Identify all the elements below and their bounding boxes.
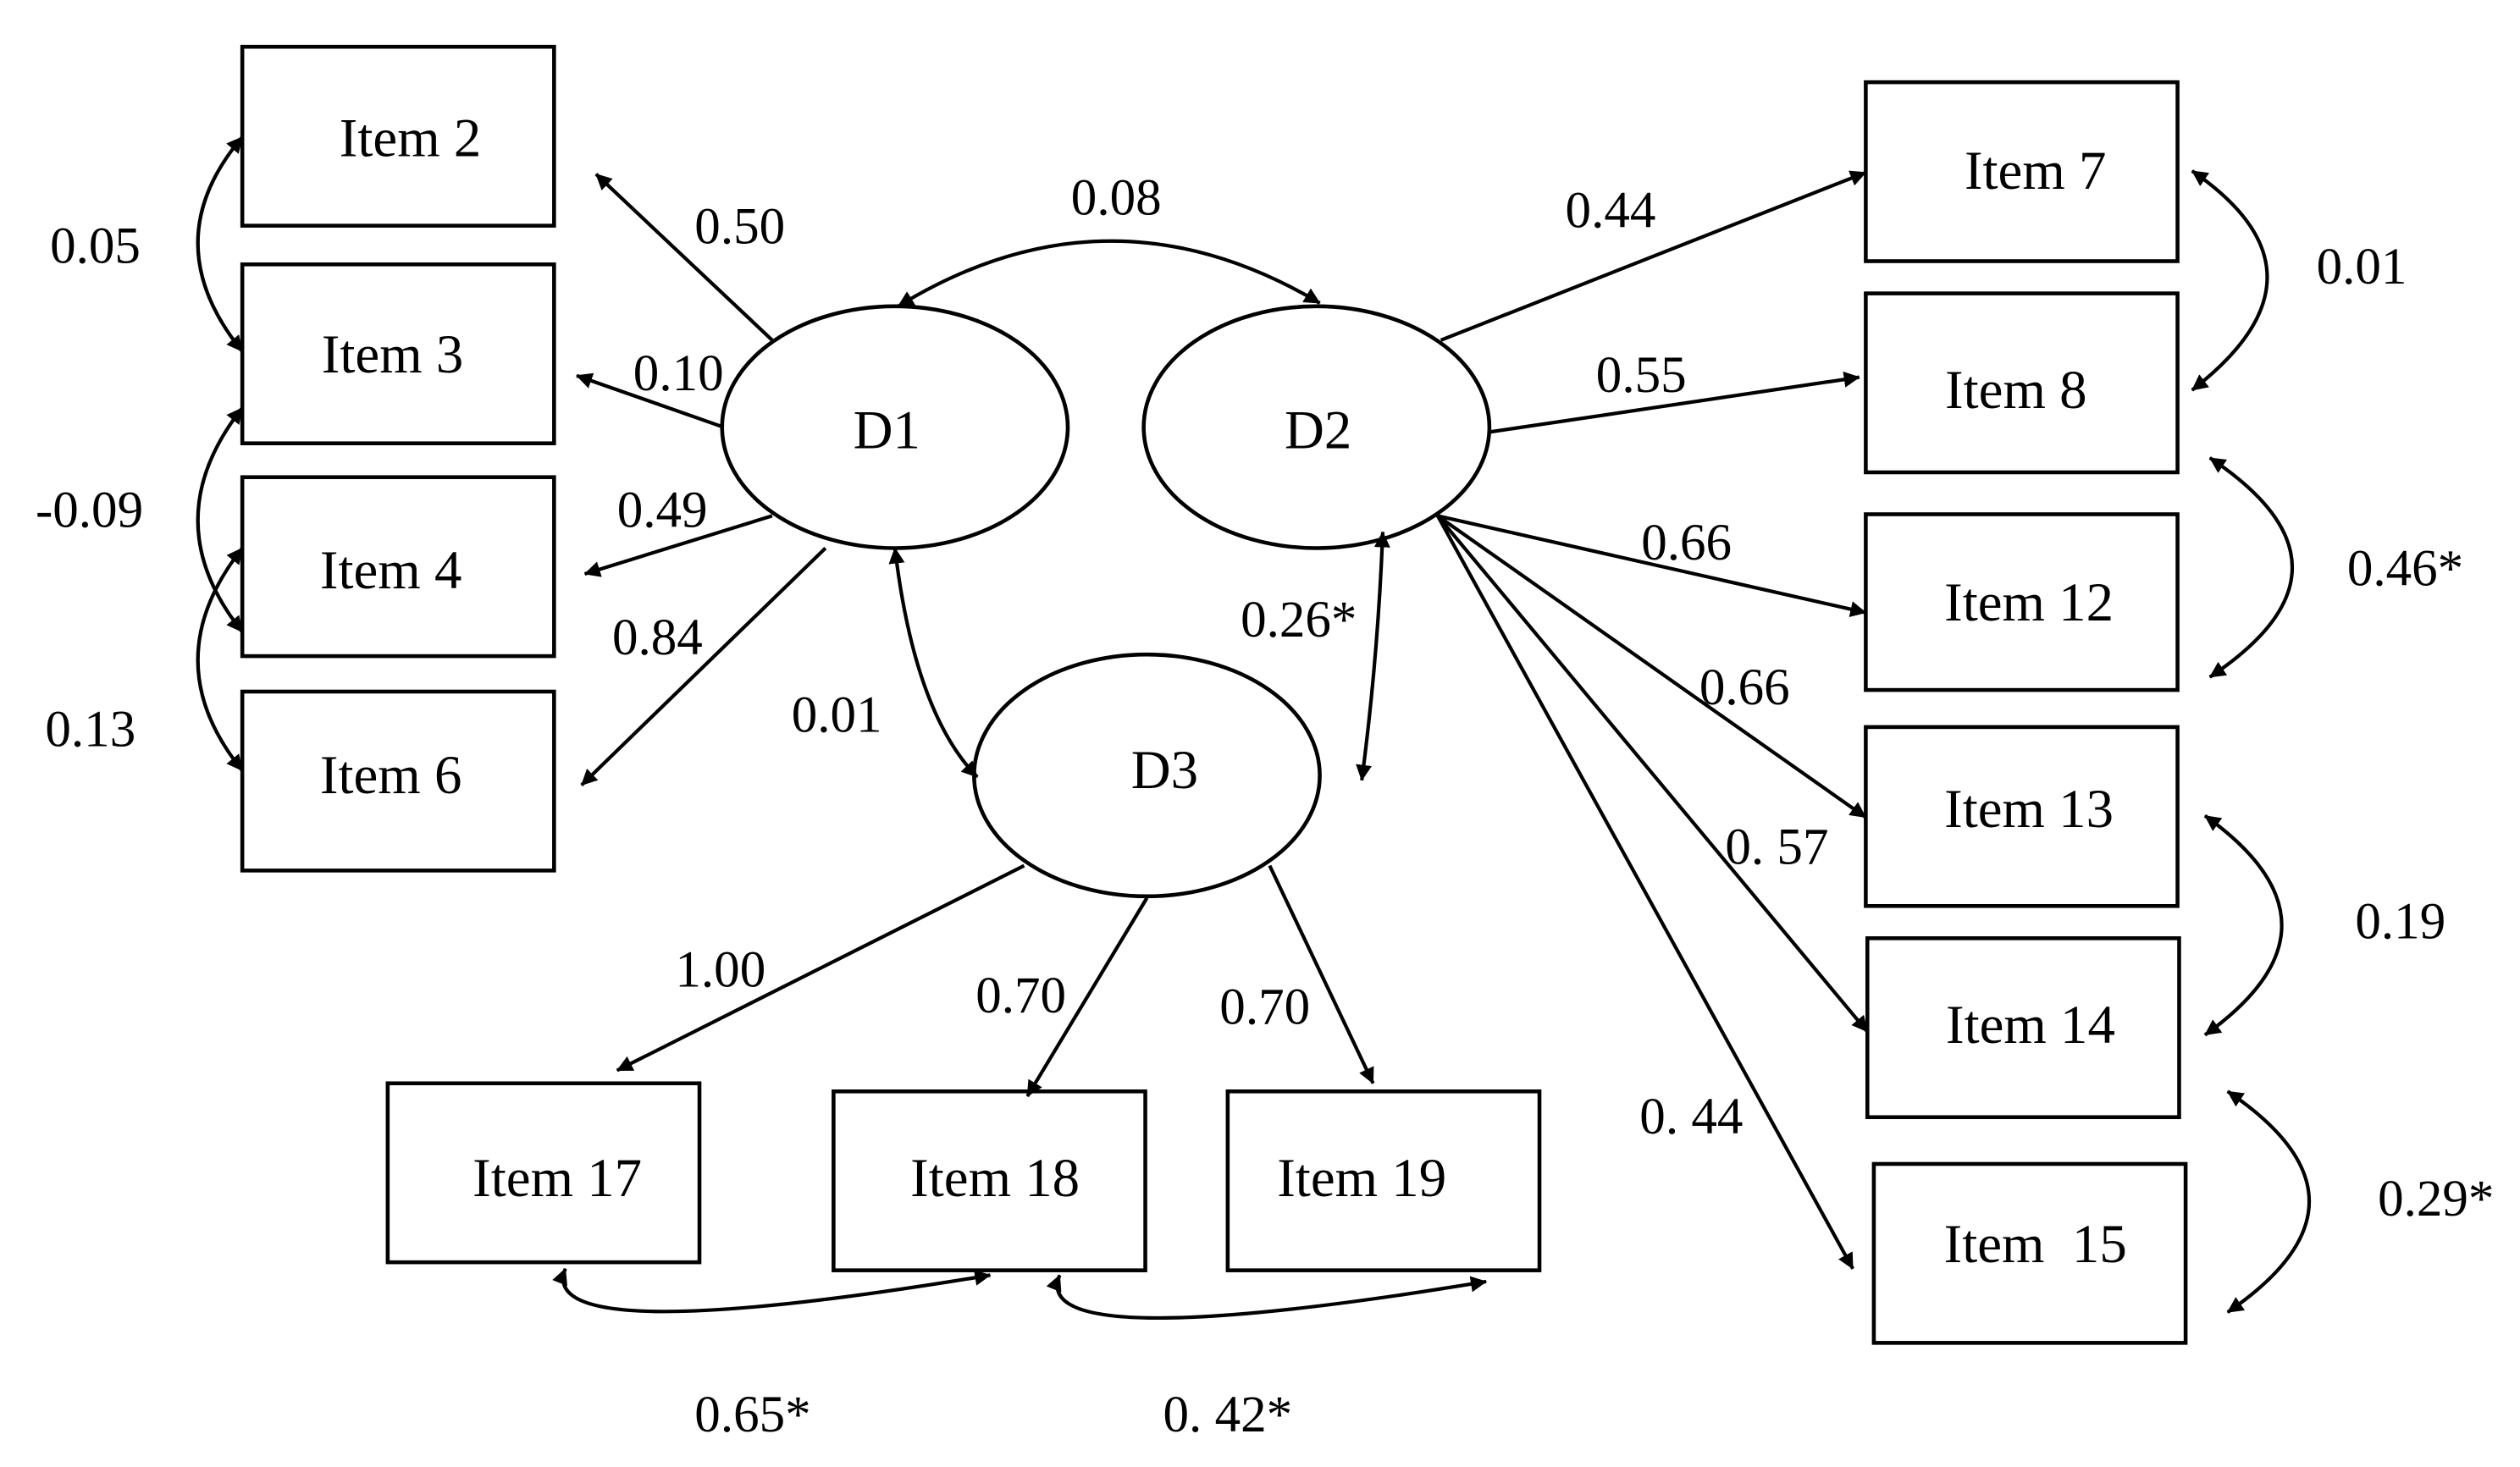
item-8-box: Item 8: [1864, 291, 2180, 475]
item-15-label: Item 15: [1944, 1214, 2127, 1275]
label-errcov-item17-item18: 0.65*: [694, 1387, 810, 1443]
item-17-label: Item 17: [472, 1148, 642, 1209]
label-errcov-item14-item15: 0.29*: [2378, 1171, 2494, 1227]
label-d3-item19: 0.70: [1219, 979, 1310, 1035]
errcov-item13-item14: [2203, 813, 2284, 1037]
cov-d1-d2: [897, 239, 1321, 308]
label-errcov-item7-item8: 0.01: [2317, 239, 2407, 295]
label-cov-d1-d2: 0.08: [1071, 169, 1162, 226]
path-d2-item15: [1436, 515, 1854, 1270]
label-errcov-item3-item4: -0.09: [36, 483, 143, 539]
path-d1-item6: [580, 546, 827, 786]
item-14-box: Item 14: [1865, 936, 2181, 1120]
item-18-box: Item 18: [832, 1089, 1147, 1272]
label-cov-d1-d3: 0.01: [792, 687, 882, 744]
label-d3-item17: 1.00: [675, 942, 765, 999]
item-4-label: Item 4: [320, 540, 461, 601]
factor-d3: D3: [972, 652, 1322, 899]
item-6-label: Item 6: [320, 745, 461, 806]
factor-d2-label: D2: [1285, 400, 1351, 461]
path-d2-item7: [1440, 170, 1867, 342]
path-d2-item8: [1489, 371, 1860, 434]
errcov-item17-item18: [552, 1267, 992, 1314]
label-errcov-item8-item12: 0.46*: [2347, 540, 2463, 597]
item-2-box: Item 2: [240, 44, 556, 228]
label-d1-item3: 0.10: [633, 345, 724, 402]
label-errcov-item18-item19: 0. 42*: [1163, 1387, 1293, 1443]
item-15-box: Item 15: [1871, 1161, 2188, 1345]
item-17-box: Item 17: [385, 1081, 702, 1265]
label-d1-item6: 0.84: [612, 609, 703, 666]
path-d1-item4: [583, 514, 773, 577]
path-d3-item19: [1268, 864, 1375, 1084]
errcov-item4-item6: [196, 547, 244, 772]
item-7-label: Item 7: [1965, 141, 2106, 201]
label-d2-item15: 0. 44: [1639, 1089, 1743, 1145]
item-3-box: Item 3: [240, 262, 556, 445]
errcov-item14-item15: [2226, 1089, 2312, 1314]
label-errcov-item13-item14: 0.19: [2355, 893, 2445, 950]
label-d2-item13: 0.66: [1699, 659, 1790, 716]
factor-d1: D1: [720, 304, 1070, 550]
path-d3-item17: [616, 863, 1025, 1073]
path-d2-item14: [1436, 515, 1869, 1034]
item-4-box: Item 4: [240, 475, 556, 659]
path-d1-item3: [576, 372, 725, 429]
label-d2-item7: 0.44: [1566, 183, 1656, 240]
item-19-box: Item 19: [1225, 1089, 1542, 1272]
item-19-label: Item 19: [1277, 1148, 1446, 1209]
item-13-box: Item 13: [1864, 725, 2180, 908]
label-errcov-item2-item3: 0.05: [50, 218, 141, 274]
item-12-label: Item 12: [1944, 572, 2114, 633]
item-14-label: Item 14: [1946, 995, 2115, 1056]
factor-d2: D2: [1141, 304, 1492, 550]
item-2-label: Item 2: [340, 108, 481, 169]
label-cov-d2-d3: 0.26*: [1241, 592, 1357, 648]
item-12-box: Item 12: [1864, 512, 2180, 692]
label-d1-item2: 0.50: [694, 199, 785, 256]
item-3-label: Item 3: [322, 324, 463, 385]
item-6-box: Item 6: [240, 689, 556, 873]
path-d2-item13: [1436, 514, 1867, 819]
item-18-label: Item 18: [910, 1148, 1080, 1209]
cov-d2-d3: [1356, 531, 1390, 781]
label-d2-item14: 0. 57: [1725, 819, 1828, 876]
label-d2-item8: 0.55: [1596, 347, 1687, 404]
item-7-box: Item 7: [1864, 80, 2180, 263]
path-d3-item18: [1025, 896, 1149, 1098]
label-d2-item12: 0.66: [1641, 515, 1732, 571]
label-d3-item18: 0.70: [975, 968, 1066, 1024]
item-13-label: Item 13: [1944, 779, 2114, 840]
label-errcov-item4-item6: 0.13: [45, 702, 135, 758]
label-d1-item4: 0.49: [617, 483, 708, 539]
item-8-label: Item 8: [1945, 360, 2086, 421]
cov-d1-d3: [888, 547, 979, 779]
factor-d3-label: D3: [1131, 740, 1198, 801]
errcov-item8-item12: [2208, 456, 2295, 679]
errcov-item18-item19: [1046, 1274, 1488, 1321]
errcov-item7-item8: [2191, 169, 2269, 392]
path-d2-item12: [1437, 514, 1867, 617]
errcov-item3-item4: [196, 406, 244, 633]
factor-d1-label: D1: [854, 400, 920, 461]
path-d1-item2: [594, 173, 774, 342]
errcov-item2-item3: [196, 135, 244, 353]
